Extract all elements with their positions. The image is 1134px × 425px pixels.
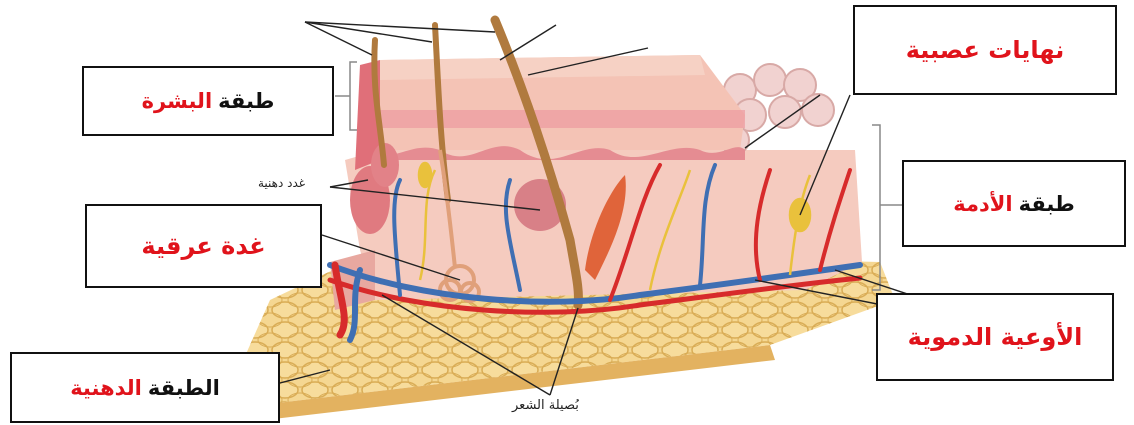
epidermis-label: طبقة البشرة xyxy=(82,66,334,136)
blood-vessels-label: الأوعية الدموية xyxy=(876,293,1114,381)
dermis-label-highlight: الأدمة xyxy=(953,192,1012,216)
sweat-gland-label: غدة عرقية xyxy=(85,204,322,288)
nerve-endings-text: نهايات عصبية xyxy=(906,36,1065,64)
epidermis-label-prefix: طبقة xyxy=(218,89,274,113)
fat-layer-prefix: الطبقة xyxy=(148,376,220,400)
blood-vessels-text: الأوعية الدموية xyxy=(908,323,1083,351)
nerve-endings-label: نهايات عصبية xyxy=(853,5,1117,95)
epidermis-label-highlight: البشرة xyxy=(142,89,213,113)
dermis-label-prefix: طبقة xyxy=(1019,192,1075,216)
dermis-label: طبقة الأدمة xyxy=(902,160,1126,247)
fat-layer-label: الطبقة الدهنية xyxy=(10,352,280,423)
hair-follicle-label: بُصيلة الشعر xyxy=(512,398,579,413)
sweat-gland-text: غدة عرقية xyxy=(141,232,265,260)
sebaceous-glands-label: غدد دهنية xyxy=(258,176,305,190)
fat-layer-highlight: الدهنية xyxy=(70,376,142,400)
